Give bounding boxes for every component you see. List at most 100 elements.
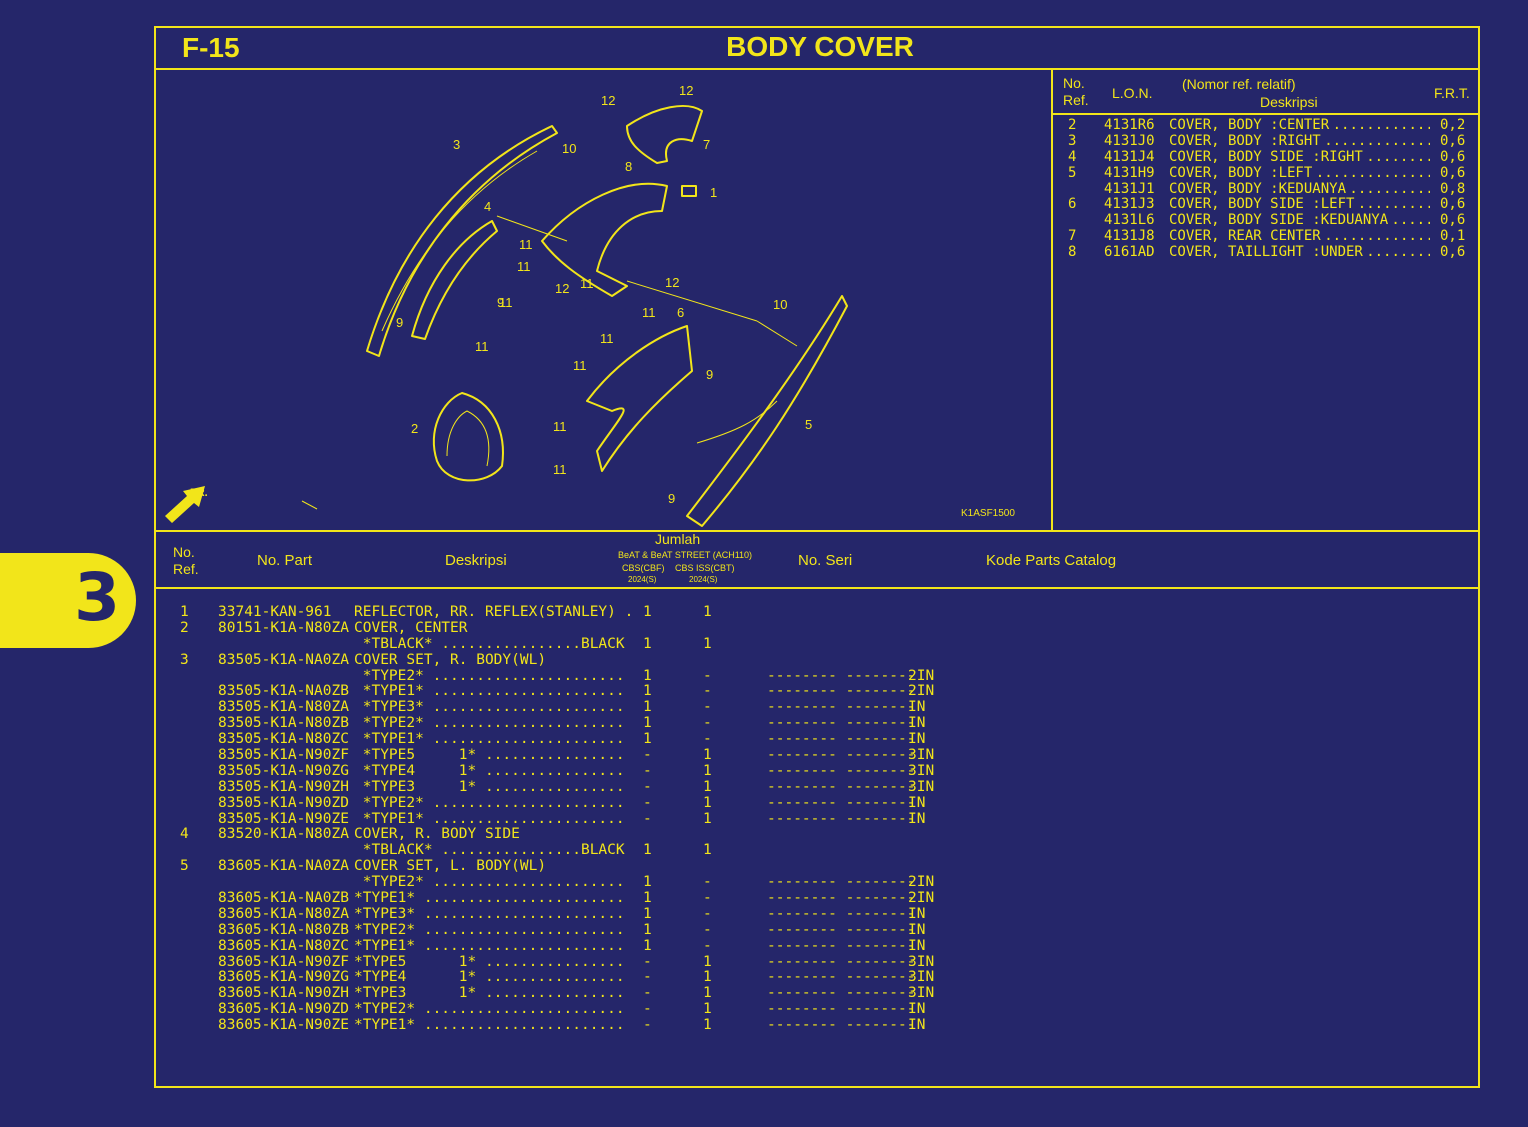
ref-desc: COVER, BODY :CENTER	[1169, 117, 1330, 133]
ref-lon: 4131H9	[1104, 164, 1155, 181]
ref-no: 7	[1068, 228, 1077, 245]
ref-header-desc: Deskripsi	[1260, 94, 1318, 110]
part-2-shape	[432, 392, 504, 482]
part-ref: 5	[180, 858, 189, 875]
callout: 10	[773, 297, 787, 312]
catalog-code: 3IN	[908, 953, 935, 970]
part-desc: *TYPE3 1* ................	[354, 778, 625, 795]
qty-cbs: -	[643, 1001, 652, 1018]
part-desc: REFLECTOR, RR. REFLEX(STANLEY) .	[354, 604, 634, 620]
catalog-code: IN	[908, 1001, 926, 1018]
part-desc: *TBLACK* ................BLACK	[354, 635, 625, 652]
part-ref: 2	[180, 619, 189, 636]
catalog-code: 3IN	[908, 985, 935, 1002]
qty-cbs: -	[643, 762, 652, 779]
callout: 9	[396, 315, 403, 330]
qty-cbs: -	[643, 953, 652, 970]
catalog-code: 3IN	[908, 747, 935, 764]
parts-header-jumlah: Jumlah	[655, 531, 701, 547]
ref-desc: COVER, BODY :RIGHT	[1169, 132, 1321, 149]
catalog-code: 2IN	[908, 667, 935, 684]
callout: 11	[553, 419, 567, 434]
callout: 12	[665, 275, 679, 290]
part-number: 83605-K1A-NA0ZA	[218, 858, 349, 875]
catalog-code: 3IN	[908, 969, 935, 986]
callout: 4	[484, 199, 491, 214]
qty-cbs: 1	[643, 604, 652, 620]
callout: 11	[553, 462, 567, 477]
parts-header-rule	[155, 587, 1479, 589]
serial-range: -------- --------	[767, 810, 916, 827]
qty-cbs-iss: 1	[703, 604, 712, 620]
ref-header-desc-note: (Nomor ref. relatif)	[1182, 76, 1296, 92]
part-7-shape	[626, 105, 703, 164]
ref-desc: COVER, BODY SIDE :KEDUANYA	[1169, 212, 1389, 229]
ref-frt: 0,2	[1440, 117, 1466, 133]
qty-cbs: 1	[643, 683, 652, 700]
part-1-shape	[681, 185, 697, 197]
ref-lon: 4131J8	[1104, 228, 1155, 245]
callout: 11	[517, 259, 531, 274]
dot-leader: ................................	[1357, 197, 1430, 213]
part-number: 83505-K1A-N90ZE	[218, 810, 349, 827]
part-desc: *TYPE5 1* ................	[354, 953, 625, 970]
callout: 6	[677, 305, 684, 320]
qty-cbs-iss: 1	[703, 969, 712, 986]
part-number: 83605-K1A-N80ZC	[218, 937, 349, 954]
serial-range: -------- --------	[767, 747, 916, 764]
serial-range: -------- --------	[767, 890, 916, 907]
part-desc: *TBLACK* ................BLACK	[354, 842, 625, 859]
ref-desc: COVER, BODY :KEDUANYA	[1169, 180, 1347, 197]
part-ref: 4	[180, 826, 189, 843]
part-number: 83605-K1A-N90ZE	[218, 1017, 349, 1034]
part-desc: *TYPE2* .......................	[354, 921, 625, 938]
qty-cbs-iss: -	[703, 699, 712, 716]
qty-cbs: -	[643, 747, 652, 764]
qty-cbs: -	[643, 778, 652, 795]
part-number: 83505-K1A-NA0ZB	[218, 683, 349, 700]
qty-cbs-iss: 1	[703, 635, 712, 652]
catalog-code: 2IN	[908, 890, 935, 907]
dot-leader: ................................	[1391, 213, 1430, 229]
serial-range: -------- --------	[767, 905, 916, 922]
part-desc: COVER, R. BODY SIDE	[354, 826, 520, 843]
catalog-code: IN	[908, 1017, 926, 1034]
part-number: 83505-K1A-N80ZB	[218, 715, 349, 732]
qty-cbs: 1	[643, 715, 652, 732]
part-number: 83605-K1A-N90ZG	[218, 969, 349, 986]
qty-cbs: 1	[643, 890, 652, 907]
ref-frt: 0,6	[1440, 196, 1466, 213]
qty-cbs-iss: -	[703, 874, 712, 891]
parts-header-col1-year: 2024(S)	[628, 575, 657, 584]
qty-cbs: -	[643, 1017, 652, 1034]
part-desc: COVER SET, L. BODY(WL)	[354, 858, 547, 875]
parts-header-col1: CBS(CBF)	[622, 563, 665, 573]
parts-header-seri: No. Seri	[798, 552, 853, 569]
qty-cbs: 1	[643, 874, 652, 891]
part-desc: *TYPE5 1* ................	[354, 747, 625, 764]
parts-header-no: No. Ref.	[173, 544, 199, 577]
qty-cbs: 1	[643, 921, 652, 938]
callout: 11	[499, 295, 513, 310]
serial-range: -------- --------	[767, 1001, 916, 1018]
part-number: 83505-K1A-N90ZD	[218, 794, 349, 811]
callout: 2	[411, 421, 418, 436]
part-desc: *TYPE1* ......................	[354, 683, 625, 700]
callout: 1	[710, 185, 717, 200]
part-number: 83605-K1A-N80ZA	[218, 905, 349, 922]
serial-range: -------- --------	[767, 778, 916, 795]
ref-header-no: No. Ref.	[1063, 75, 1089, 108]
catalog-code: 2IN	[908, 683, 935, 700]
exploded-diagram: FR. K1ASF1500 12 12 3 10 7 8 1 4 11 11 9…	[165, 83, 1015, 527]
qty-cbs: 1	[643, 699, 652, 716]
title-rule	[155, 68, 1479, 70]
qty-cbs-iss: -	[703, 667, 712, 684]
qty-cbs: 1	[643, 905, 652, 922]
serial-range: -------- --------	[767, 731, 916, 748]
qty-cbs: -	[643, 969, 652, 986]
part-desc: *TYPE2* ......................	[354, 667, 625, 684]
callout: 11	[642, 305, 656, 320]
part-number: 83605-K1A-N90ZH	[218, 985, 349, 1002]
qty-cbs-iss: 1	[703, 747, 712, 764]
catalog-code: IN	[908, 921, 926, 938]
